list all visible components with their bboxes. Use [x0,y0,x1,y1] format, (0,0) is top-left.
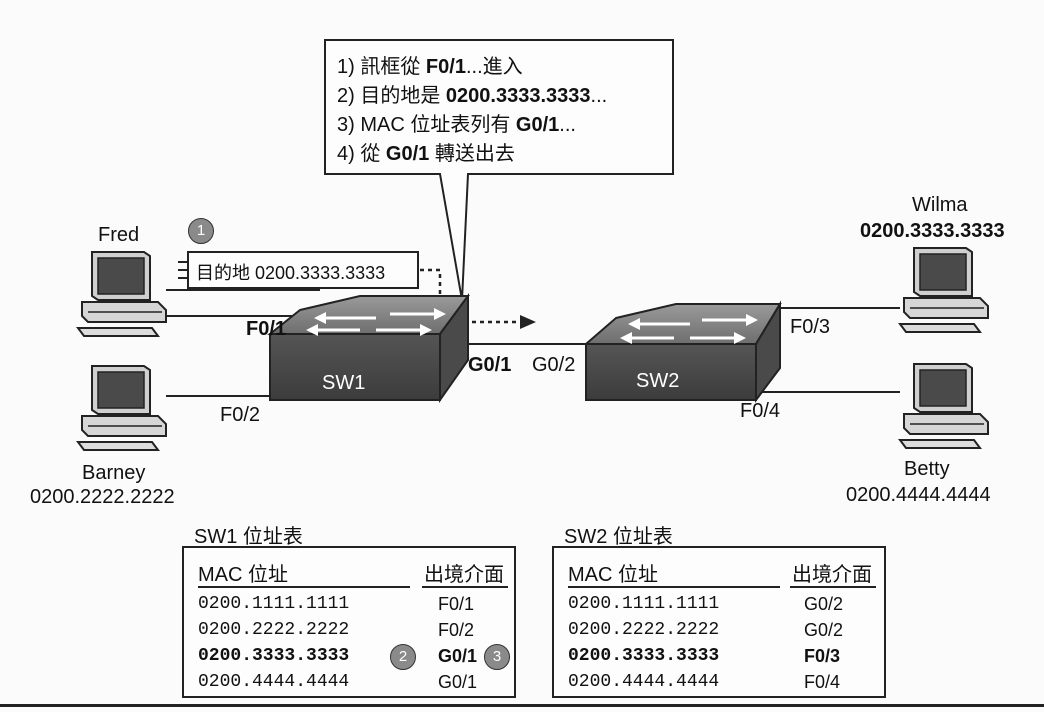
sw1-row-4-mac: 0200.4444.4444 [198,672,350,692]
sw1-header-mac: MAC 位址 [198,564,288,586]
sw2-mac-table: MAC 位址 出境介面 0200.1111.1111 G0/2 0200.222… [552,546,886,698]
step-badge-3: 3 [484,644,510,670]
sw1-header-port: 出境介面 [424,564,504,586]
frame-box [187,251,419,289]
host-fred-name: Fred [98,224,140,246]
sw1-row-3-mac: 0200.3333.3333 [198,646,350,666]
pc-barney-icon [77,365,167,451]
step-badge-1: 1 [188,218,214,244]
sw1-row-4-port: G0/1 [438,672,478,692]
port-sw1-g01: G0/1 [468,354,512,376]
host-wilma-name: Wilma [912,194,968,216]
host-barney-name: Barney [82,462,146,484]
sw2-row-3-port: F0/3 [804,646,841,666]
sw1-row-2-port: F0/2 [438,620,475,640]
switch-sw2-label: SW2 [636,370,680,392]
frame-destination-label: 目的地 0200.3333.3333 [196,263,386,283]
callout-box [324,39,674,301]
port-sw2-f04: F0/4 [740,400,781,422]
page-bottom-rule [0,704,1044,707]
host-wilma-mac: 0200.3333.3333 [860,220,1005,242]
sw2-header-port: 出境介面 [792,564,872,586]
port-sw1-f01: F0/1 [246,318,287,340]
host-barney-mac: 0200.2222.2222 [30,486,175,508]
callout-line-2: 2) 目的地是 0200.3333.3333... [337,85,608,107]
sw1-mac-table: MAC 位址 出境介面 0200.1111.1111 F0/1 0200.222… [182,546,516,698]
sw2-row-2-mac: 0200.2222.2222 [568,620,720,640]
switch-sw1-icon [267,292,470,404]
sw1-row-1-port: F0/1 [438,594,475,614]
sw2-row-1-mac: 0200.1111.1111 [568,594,720,614]
step-badge-2: 2 [390,644,416,670]
forwarding-path [420,268,520,324]
switch-sw2-icon [583,300,782,403]
callout-line-3: 3) MAC 位址表列有 G0/1... [337,114,576,136]
sw2-row-4-mac: 0200.4444.4444 [568,672,720,692]
sw2-row-1-port: G0/2 [804,594,844,614]
sw2-row-2-port: G0/2 [804,620,844,640]
pc-wilma-icon [899,247,989,333]
sw2-row-3-mac: 0200.3333.3333 [568,646,720,666]
sw1-table-title: SW1 位址表 [194,526,303,548]
pc-fred-icon [77,251,167,337]
port-sw2-f03: F0/3 [790,316,831,338]
callout-line-1: 1) 訊框從 F0/1...進入 [337,56,523,78]
sw2-row-4-port: F0/4 [804,672,841,692]
sw2-header-mac: MAC 位址 [568,564,658,586]
sw2-table-title: SW2 位址表 [564,526,673,548]
pc-betty-icon [899,363,989,449]
host-betty-name: Betty [904,458,950,480]
sw1-row-2-mac: 0200.2222.2222 [198,620,350,640]
sw1-row-3-port: G0/1 [438,646,478,666]
port-sw2-g02: G0/2 [532,354,576,376]
callout-line-4: 4) 從 G0/1 轉送出去 [337,143,515,165]
port-sw1-f02: F0/2 [220,404,261,426]
forwarding-arrow-head [520,315,536,329]
host-betty-mac: 0200.4444.4444 [846,484,991,506]
switch-sw1-label: SW1 [322,372,366,394]
sw1-row-1-mac: 0200.1111.1111 [198,594,350,614]
